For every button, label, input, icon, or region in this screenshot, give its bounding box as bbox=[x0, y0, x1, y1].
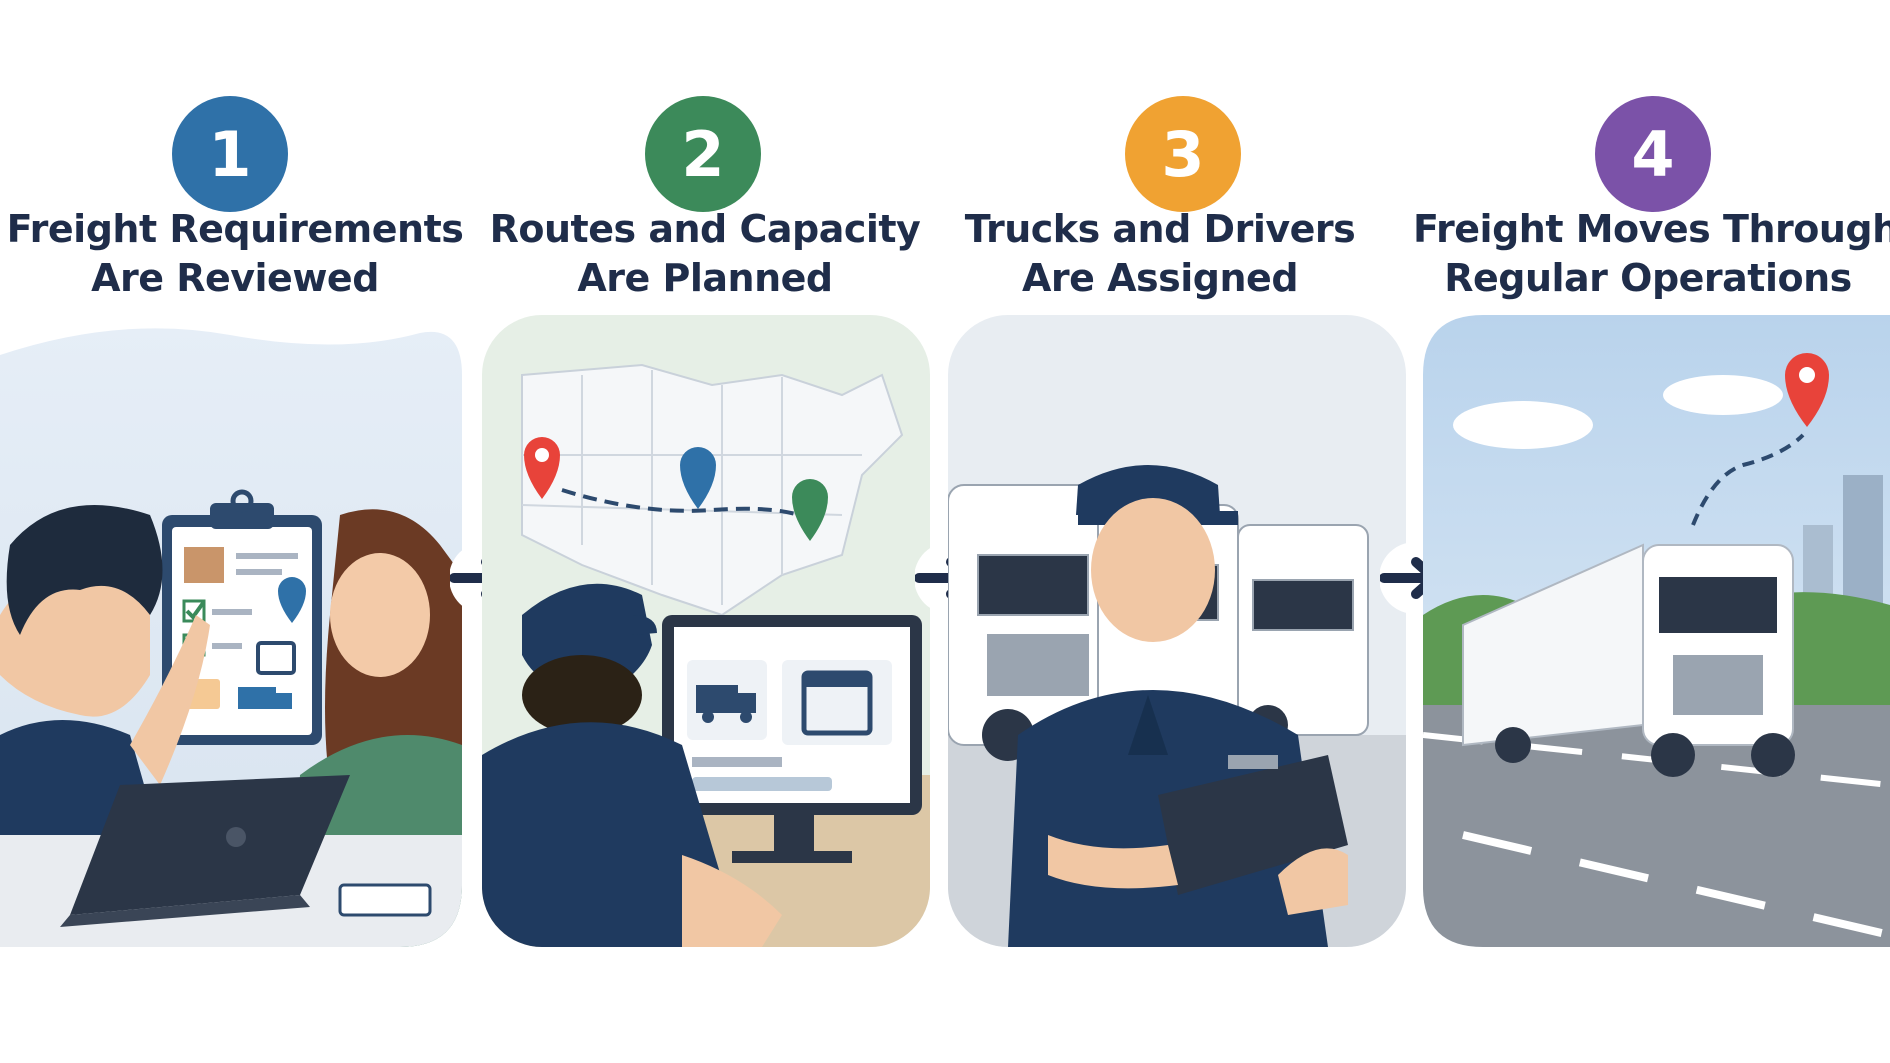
step-1-number: 1 bbox=[208, 117, 252, 191]
step-3-badge: 3 bbox=[1125, 96, 1241, 212]
step-1-title: Freight Requirements Are Reviewed bbox=[0, 205, 470, 303]
step-3-title: Trucks and Drivers Are Assigned bbox=[925, 205, 1395, 303]
calendar-icon bbox=[782, 660, 892, 745]
step-3-illustration bbox=[948, 315, 1406, 947]
laptop-icon bbox=[60, 895, 310, 927]
step-2-title-line2: Are Planned bbox=[577, 256, 833, 300]
step-4-number: 4 bbox=[1631, 117, 1675, 191]
step-3: 3 Trucks and Drivers Are Assigned bbox=[948, 0, 1420, 1063]
step-4-title: Freight Moves Through Regular Operations bbox=[1413, 205, 1890, 303]
step-2: 2 Routes and Capacity Are Planned bbox=[470, 0, 940, 1063]
truck-icon bbox=[1462, 543, 1795, 777]
step-2-illustration bbox=[482, 315, 930, 947]
step-2-title: Routes and Capacity Are Planned bbox=[470, 205, 940, 303]
step-4-title-line1: Freight Moves Through bbox=[1413, 207, 1890, 251]
step-1-title-line2: Are Reviewed bbox=[91, 256, 379, 300]
step-1-illustration bbox=[0, 315, 462, 947]
step-1-badge: 1 bbox=[172, 96, 288, 212]
step-2-badge: 2 bbox=[645, 96, 761, 212]
step-4-illustration bbox=[1423, 315, 1890, 947]
step-3-title-line2: Are Assigned bbox=[1021, 256, 1299, 300]
step-1-title-line1: Freight Requirements bbox=[6, 207, 464, 251]
step-3-number: 3 bbox=[1161, 117, 1205, 191]
step-2-number: 2 bbox=[681, 117, 725, 191]
step-1: 1 Freight Requirements Are Reviewed bbox=[0, 0, 470, 1063]
step-4-title-line2: Regular Operations bbox=[1444, 256, 1852, 300]
step-4: 4 Freight Moves Through Regular Operatio… bbox=[1413, 0, 1890, 1063]
clipboard-icon bbox=[162, 489, 322, 745]
step-3-title-line1: Trucks and Drivers bbox=[964, 207, 1356, 251]
truck-icon bbox=[687, 660, 767, 740]
map-pin-icon bbox=[278, 577, 306, 623]
step-4-badge: 4 bbox=[1595, 96, 1711, 212]
step-2-title-line1: Routes and Capacity bbox=[489, 207, 921, 251]
